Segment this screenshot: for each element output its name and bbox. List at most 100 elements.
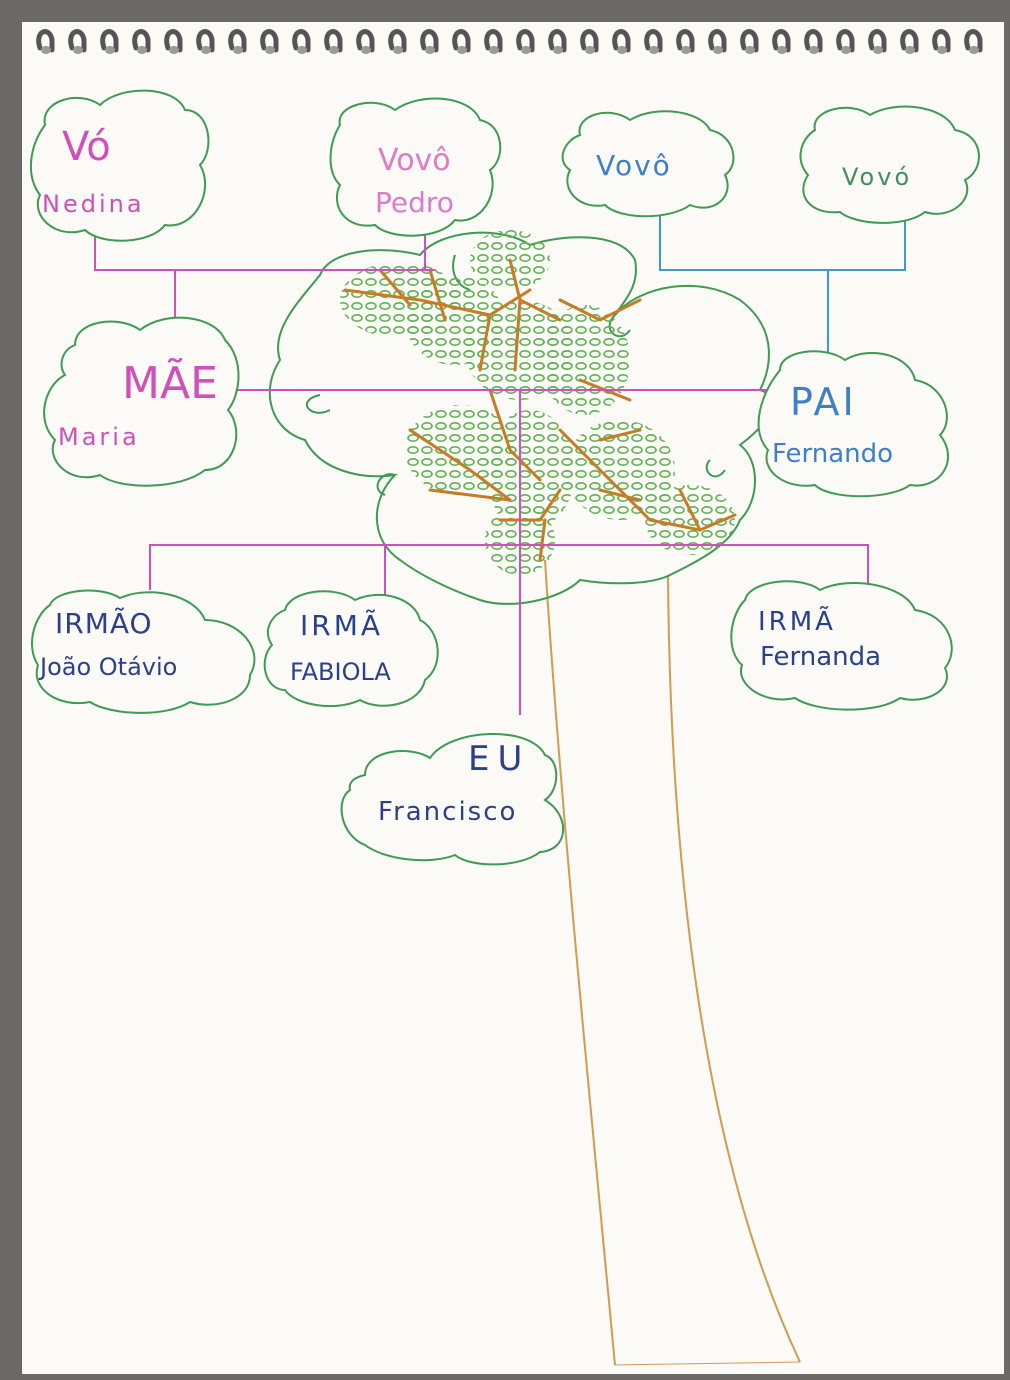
spiral-ring (100, 29, 119, 53)
node-title: MÃE (122, 357, 218, 409)
spiral-hole (41, 46, 51, 54)
spiral-hole (233, 46, 243, 54)
spiral-hole (489, 46, 499, 54)
cloud-outline (561, 110, 735, 218)
spiral-hole (617, 46, 627, 54)
node-mae-maria: MÃE Maria (43, 316, 240, 487)
spiral-ring (516, 29, 535, 53)
node-eu-francisco: EU Francisco (340, 732, 565, 866)
cloud-outline (757, 350, 950, 498)
spiral-hole (457, 46, 467, 54)
spiral-hole (713, 46, 723, 54)
node-title: Vovô (378, 143, 451, 178)
node-title: Vovô (596, 149, 672, 182)
node-subtitle: Francisco (378, 797, 517, 827)
spiral-ring (228, 29, 247, 53)
spiral-ring (484, 29, 503, 53)
spiral-hole (201, 46, 211, 54)
spiral-ring (708, 29, 727, 53)
node-title: IRMÃ (758, 605, 836, 637)
node-title: Vó (62, 124, 111, 170)
node-pai-fernando: PAI Fernando (757, 350, 950, 498)
cloud-outline (730, 580, 953, 711)
node-subtitle: Fernando (772, 439, 893, 469)
cloud-outline (29, 89, 210, 242)
spiral-ring (580, 29, 599, 53)
spiral-hole (873, 46, 883, 54)
spiral-ring (420, 29, 439, 53)
spiral-ring (132, 29, 151, 53)
node-vo-nedina: Vó Nedina (29, 89, 210, 242)
spiral-ring (68, 29, 87, 53)
node-irmao-joao-otavio: IRMÃO João Otávio (31, 589, 256, 714)
spiral-ring (260, 29, 279, 53)
cloud-outline (31, 589, 256, 714)
spiral-ring (292, 29, 311, 53)
spiral-hole (73, 46, 83, 54)
node-title: Vovó (842, 163, 912, 191)
spiral-ring (452, 29, 471, 53)
spiral-hole (777, 46, 787, 54)
spiral-ring (868, 29, 887, 53)
node-subtitle: João Otávio (38, 653, 177, 681)
spiral-ring (804, 29, 823, 53)
tree-leaves (340, 230, 735, 575)
node-title: PAI (790, 380, 857, 424)
node-title: IRMÃ (300, 609, 383, 642)
node-title: EU (468, 739, 530, 779)
spiral-ring (612, 29, 631, 53)
spiral-ring (36, 29, 55, 53)
cloud-outline (329, 97, 502, 237)
spiral-hole (585, 46, 595, 54)
spiral-ring (836, 29, 855, 53)
spiral-hole (329, 46, 339, 54)
node-vovo-paternal: Vovô (561, 110, 735, 218)
node-subtitle: Maria (58, 423, 140, 451)
spiral-hole (265, 46, 275, 54)
spiral-ring (356, 29, 375, 53)
spiral-ring (548, 29, 567, 53)
spiral-ring (772, 29, 791, 53)
spiral-ring (932, 29, 951, 53)
spiral-ring (196, 29, 215, 53)
spiral-ring (676, 29, 695, 53)
spiral-ring (324, 29, 343, 53)
spiral-hole (969, 46, 979, 54)
spiral-ring (164, 29, 183, 53)
spiral-ring (900, 29, 919, 53)
spiral-hole (297, 46, 307, 54)
spiral-hole (905, 46, 915, 54)
spiral-hole (137, 46, 147, 54)
cloud-outline (263, 590, 439, 707)
node-subtitle: Pedro (375, 186, 454, 219)
spiral-ring (964, 29, 983, 53)
connectors-children (149, 389, 869, 715)
node-title: IRMÃO (55, 607, 153, 640)
spiral-hole (937, 46, 947, 54)
spiral-ring (644, 29, 663, 53)
tree-trunk (544, 559, 801, 1366)
spiral-hole (553, 46, 563, 54)
cloud-outline (340, 732, 565, 866)
node-subtitle: Fernanda (760, 642, 881, 672)
spiral-ring (740, 29, 759, 53)
node-irma-fernanda: IRMÃ Fernanda (730, 580, 953, 711)
connectors-paternal (659, 190, 906, 360)
spiral-hole (169, 46, 179, 54)
cloud-outline (799, 105, 980, 224)
spiral-hole (361, 46, 371, 54)
spiral-binding (36, 29, 983, 54)
spiral-hole (393, 46, 403, 54)
spiral-hole (745, 46, 755, 54)
spiral-ring (388, 29, 407, 53)
spiral-hole (841, 46, 851, 54)
node-irma-fabiola: IRMÃ FABIOLA (263, 590, 439, 707)
spiral-hole (105, 46, 115, 54)
node-vovo-pedro: Vovô Pedro (329, 97, 502, 237)
spiral-hole (649, 46, 659, 54)
spiral-hole (681, 46, 691, 54)
spiral-hole (521, 46, 531, 54)
spiral-hole (809, 46, 819, 54)
